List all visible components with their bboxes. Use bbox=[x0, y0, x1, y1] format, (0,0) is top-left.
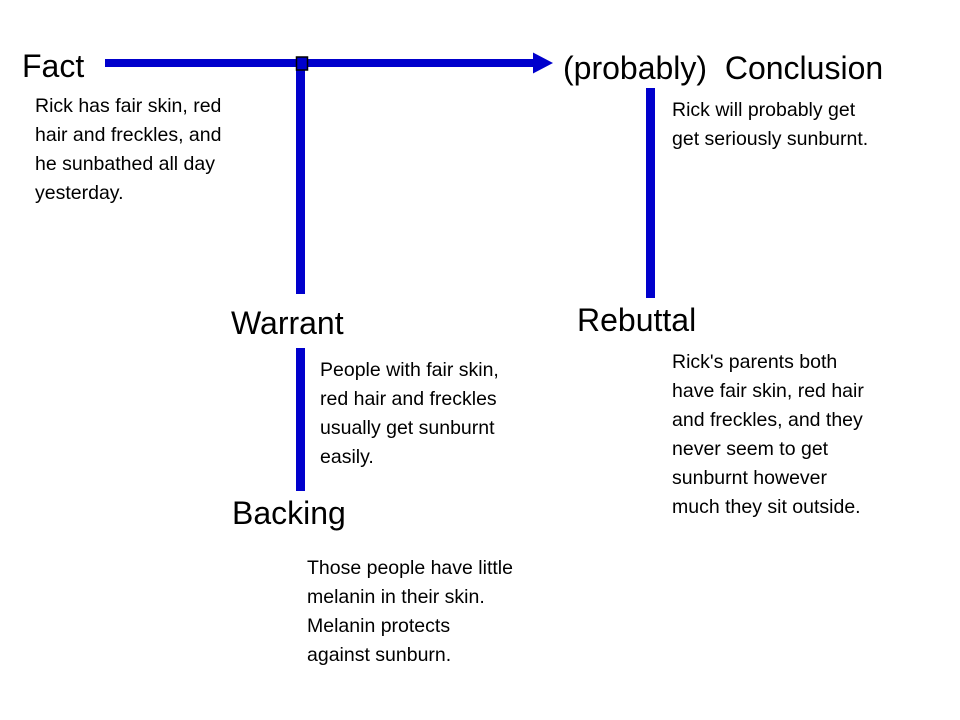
backing-heading: Backing bbox=[232, 495, 346, 531]
warrant-heading: Warrant bbox=[231, 305, 344, 341]
conclusion-body-text: Rick will probably get get seriously sun… bbox=[672, 99, 869, 150]
rebuttal-heading: Rebuttal bbox=[577, 302, 697, 338]
backing-body-text: Those people have little melanin in thei… bbox=[307, 557, 513, 666]
warrant-body-text: People with fair skin, red hair and frec… bbox=[320, 359, 499, 468]
junction-handle bbox=[295, 56, 309, 71]
fact-heading: Fact bbox=[22, 48, 85, 84]
fact-body-text: Rick has fair skin, red hair and freckle… bbox=[35, 95, 222, 204]
conclusion-heading: (probably) Conclusion bbox=[563, 50, 884, 86]
arrowhead-icon bbox=[533, 52, 553, 74]
rebuttal-body-text: Rick's parents both have fair skin, red … bbox=[672, 351, 864, 518]
